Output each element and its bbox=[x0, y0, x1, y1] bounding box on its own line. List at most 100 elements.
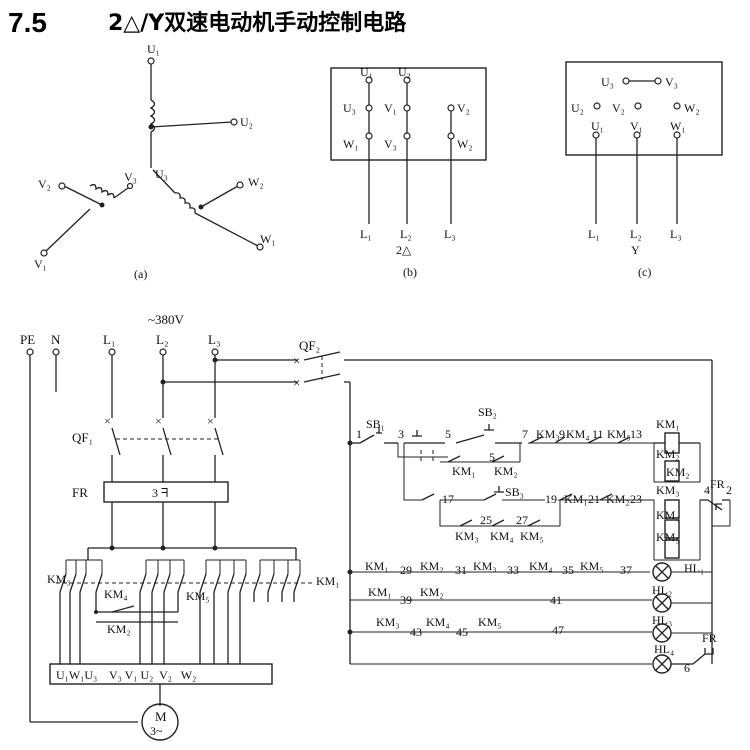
label-qf1: QF₁ bbox=[72, 430, 93, 445]
hl2-km2: KM₂ bbox=[420, 585, 444, 599]
b-label-l1: L₁ bbox=[360, 227, 372, 241]
label-v1: V₁ bbox=[34, 257, 47, 271]
b-label-l2: L₂ bbox=[400, 227, 412, 241]
label-hl3: HL₃ bbox=[652, 613, 672, 627]
c-label-v3: V₃ bbox=[665, 75, 678, 89]
node-33: 33 bbox=[507, 563, 519, 577]
node-37: 37 bbox=[620, 563, 632, 577]
label-pe: PE bbox=[20, 332, 35, 347]
section-number: 7.5 bbox=[8, 7, 47, 38]
label-fr-lamp: FR bbox=[702, 631, 717, 645]
label-u2: U₂ bbox=[240, 115, 253, 129]
node-27: 27 bbox=[516, 513, 528, 527]
node-6: 6 bbox=[684, 661, 690, 675]
page-title: 2△/Y双速电动机手动控制电路 bbox=[108, 10, 407, 36]
coil-km5-label: KM₅ bbox=[656, 530, 680, 544]
label-qf2: QF₂ bbox=[299, 338, 320, 353]
label-fr: FR bbox=[72, 485, 88, 500]
node-47: 47 bbox=[552, 623, 564, 637]
node-1: 1 bbox=[356, 427, 362, 441]
qf1-x3: × bbox=[207, 414, 214, 428]
label-km1-power: KM₁ bbox=[316, 574, 340, 588]
coil-km5 bbox=[664, 539, 680, 559]
node-39: 39 bbox=[400, 593, 412, 607]
power-circuit: ~380V PE N L₁ L₂ L₃ QF₂ × × bbox=[20, 312, 713, 741]
node-17: 17 bbox=[442, 492, 454, 506]
terminal-u1 bbox=[147, 57, 155, 65]
b-mode: 2△ bbox=[396, 243, 412, 257]
terminal-w2 bbox=[236, 181, 244, 189]
terminal-v3 bbox=[126, 182, 134, 190]
label-km5-power: KM₅ bbox=[186, 589, 210, 603]
motor-icon bbox=[141, 703, 179, 741]
hl3-km3: KM₃ bbox=[376, 615, 400, 629]
caption-c: (c) bbox=[638, 265, 651, 279]
hl1-km5: KM₅ bbox=[580, 559, 604, 573]
figure-c-star: U₃ V₃ U₂ V₂ W₂ U₁ V₁ W₁ L₁ L₂ L₃ Y (c) bbox=[565, 61, 723, 279]
b-label-l3: L₃ bbox=[444, 227, 456, 241]
terminal-v1 bbox=[40, 249, 48, 257]
lamp-hl1 bbox=[652, 562, 672, 582]
node-9: 9 bbox=[559, 427, 565, 441]
c-label-l3: L₃ bbox=[670, 227, 682, 241]
b-label-w1: W₁ bbox=[343, 137, 359, 151]
node-25: 25 bbox=[480, 513, 492, 527]
b-label-v1: V₁ bbox=[384, 101, 397, 115]
node-5: 5 bbox=[445, 427, 451, 441]
coil-km3-label: KM₃ bbox=[656, 483, 680, 497]
qf1-x1: × bbox=[104, 414, 111, 428]
node-4: 4 bbox=[704, 483, 710, 497]
thermal-relay bbox=[103, 481, 229, 503]
coil-km1-label: KM₁ bbox=[656, 417, 680, 431]
control-circuit: 1 SB₁ 3 5 SB₂ 7 KM₃ 9 KM₄ 11 KM₅ 13 KM₁ … bbox=[347, 405, 732, 675]
figure-b-delta: U₁ U₂ U₃ V₁ V₂ W₁ V₃ W₂ L₁ L₂ L₃ 2△ (b) bbox=[330, 65, 487, 279]
label-v3: V₃ bbox=[124, 170, 137, 184]
b-label-v2: V₂ bbox=[457, 101, 470, 115]
node-2: 2 bbox=[726, 483, 732, 497]
node-21: 21 bbox=[588, 492, 600, 506]
c-label-w1: W₁ bbox=[670, 119, 686, 133]
label-hl4: HL₄ bbox=[654, 642, 674, 656]
c-label-v2: V₂ bbox=[612, 101, 625, 115]
qf2-x2: × bbox=[293, 375, 300, 390]
label-km3-power: KM₃ bbox=[47, 572, 71, 586]
node-13: 13 bbox=[630, 427, 642, 441]
fr-element: 3 ᖷ bbox=[152, 486, 168, 500]
coil-km2 bbox=[664, 460, 680, 482]
node-11: 11 bbox=[592, 427, 604, 441]
terminal-w1 bbox=[256, 243, 264, 251]
hl1-km4: KM₄ bbox=[529, 559, 553, 573]
row1-km4: KM₄ bbox=[566, 427, 590, 441]
label-l3: L₃ bbox=[208, 332, 220, 347]
terminal-u2 bbox=[230, 118, 238, 126]
label-km2-power: KM₂ bbox=[107, 622, 131, 636]
label-fr-contact: FR bbox=[710, 477, 725, 491]
contactor-bank bbox=[56, 559, 312, 664]
b-label-u3: U₃ bbox=[343, 101, 356, 115]
label-sb3: SB₃ bbox=[505, 485, 524, 499]
c-label-u3: U₃ bbox=[601, 75, 614, 89]
terminal-strip-labels: U₁W₁U₃ V₃ V₁ U₂ V₂ W₂ bbox=[56, 668, 196, 682]
node-7: 7 bbox=[522, 427, 528, 441]
c-label-l2: L₂ bbox=[630, 227, 642, 241]
row1-km5: KM₅ bbox=[607, 427, 631, 441]
caption-a: (a) bbox=[134, 267, 147, 281]
row2-int-km3: KM₃ bbox=[455, 529, 479, 543]
label-hl1: HL₁ bbox=[684, 561, 704, 575]
b-label-w2: W₂ bbox=[457, 137, 473, 151]
coil-km4-label: KM₄ bbox=[656, 508, 680, 522]
node-31: 31 bbox=[455, 563, 467, 577]
row2-km2: KM₂ bbox=[606, 492, 630, 506]
label-v2: V₂ bbox=[38, 177, 51, 191]
label-hl2: HL₂ bbox=[652, 583, 672, 597]
row2-int-km5: KM₅ bbox=[520, 529, 544, 543]
hl2-km1: KM₁ bbox=[368, 585, 392, 599]
hl3-km5: KM₅ bbox=[478, 615, 502, 629]
node-19: 19 bbox=[545, 492, 557, 506]
row1-int-km1: KM₁ bbox=[452, 464, 476, 478]
label-u3: U₃ bbox=[155, 167, 168, 181]
node-45: 45 bbox=[456, 625, 468, 639]
lamp-hl4 bbox=[652, 654, 672, 674]
qf1-x2: × bbox=[155, 414, 162, 428]
